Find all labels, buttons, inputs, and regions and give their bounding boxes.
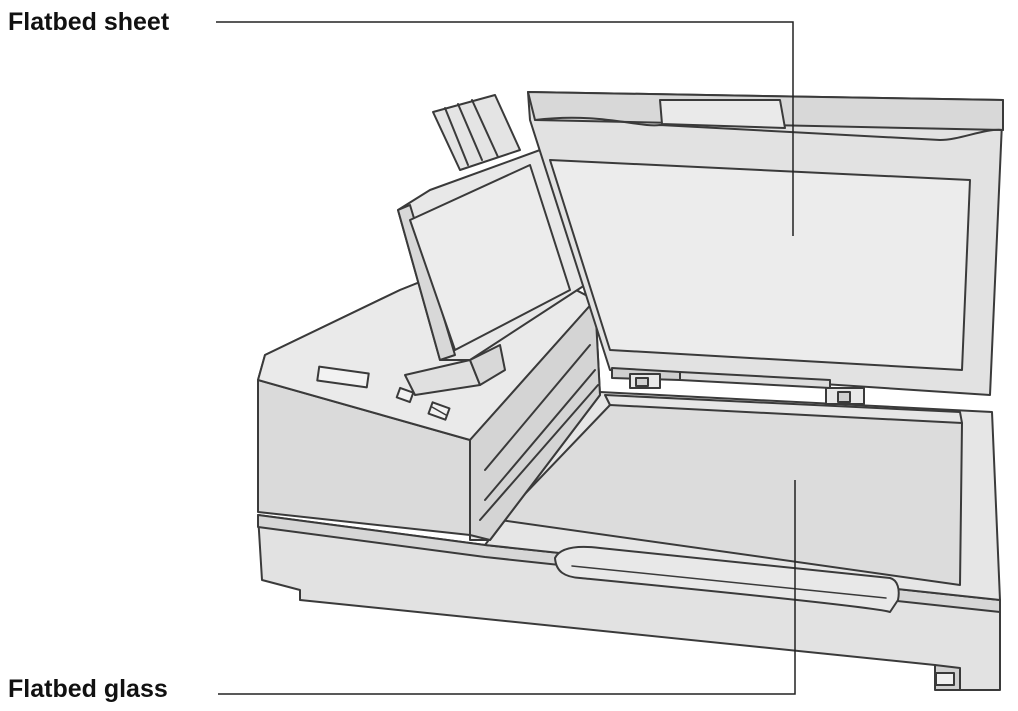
flatbed-sheet-label: Flatbed sheet bbox=[8, 8, 170, 36]
flatbed-glass-label: Flatbed glass bbox=[8, 675, 168, 703]
flatbed-handle bbox=[554, 545, 900, 613]
paper-extension bbox=[432, 94, 521, 171]
document-feeder bbox=[397, 149, 586, 396]
flatbed-sheet-leader-line bbox=[216, 21, 794, 236]
flatbed-glass-leader-line bbox=[218, 480, 796, 695]
adf-unit bbox=[257, 249, 601, 541]
lid-hinges bbox=[611, 367, 865, 405]
flatbed-glass bbox=[499, 394, 963, 586]
flatbed-sheet bbox=[549, 159, 971, 371]
